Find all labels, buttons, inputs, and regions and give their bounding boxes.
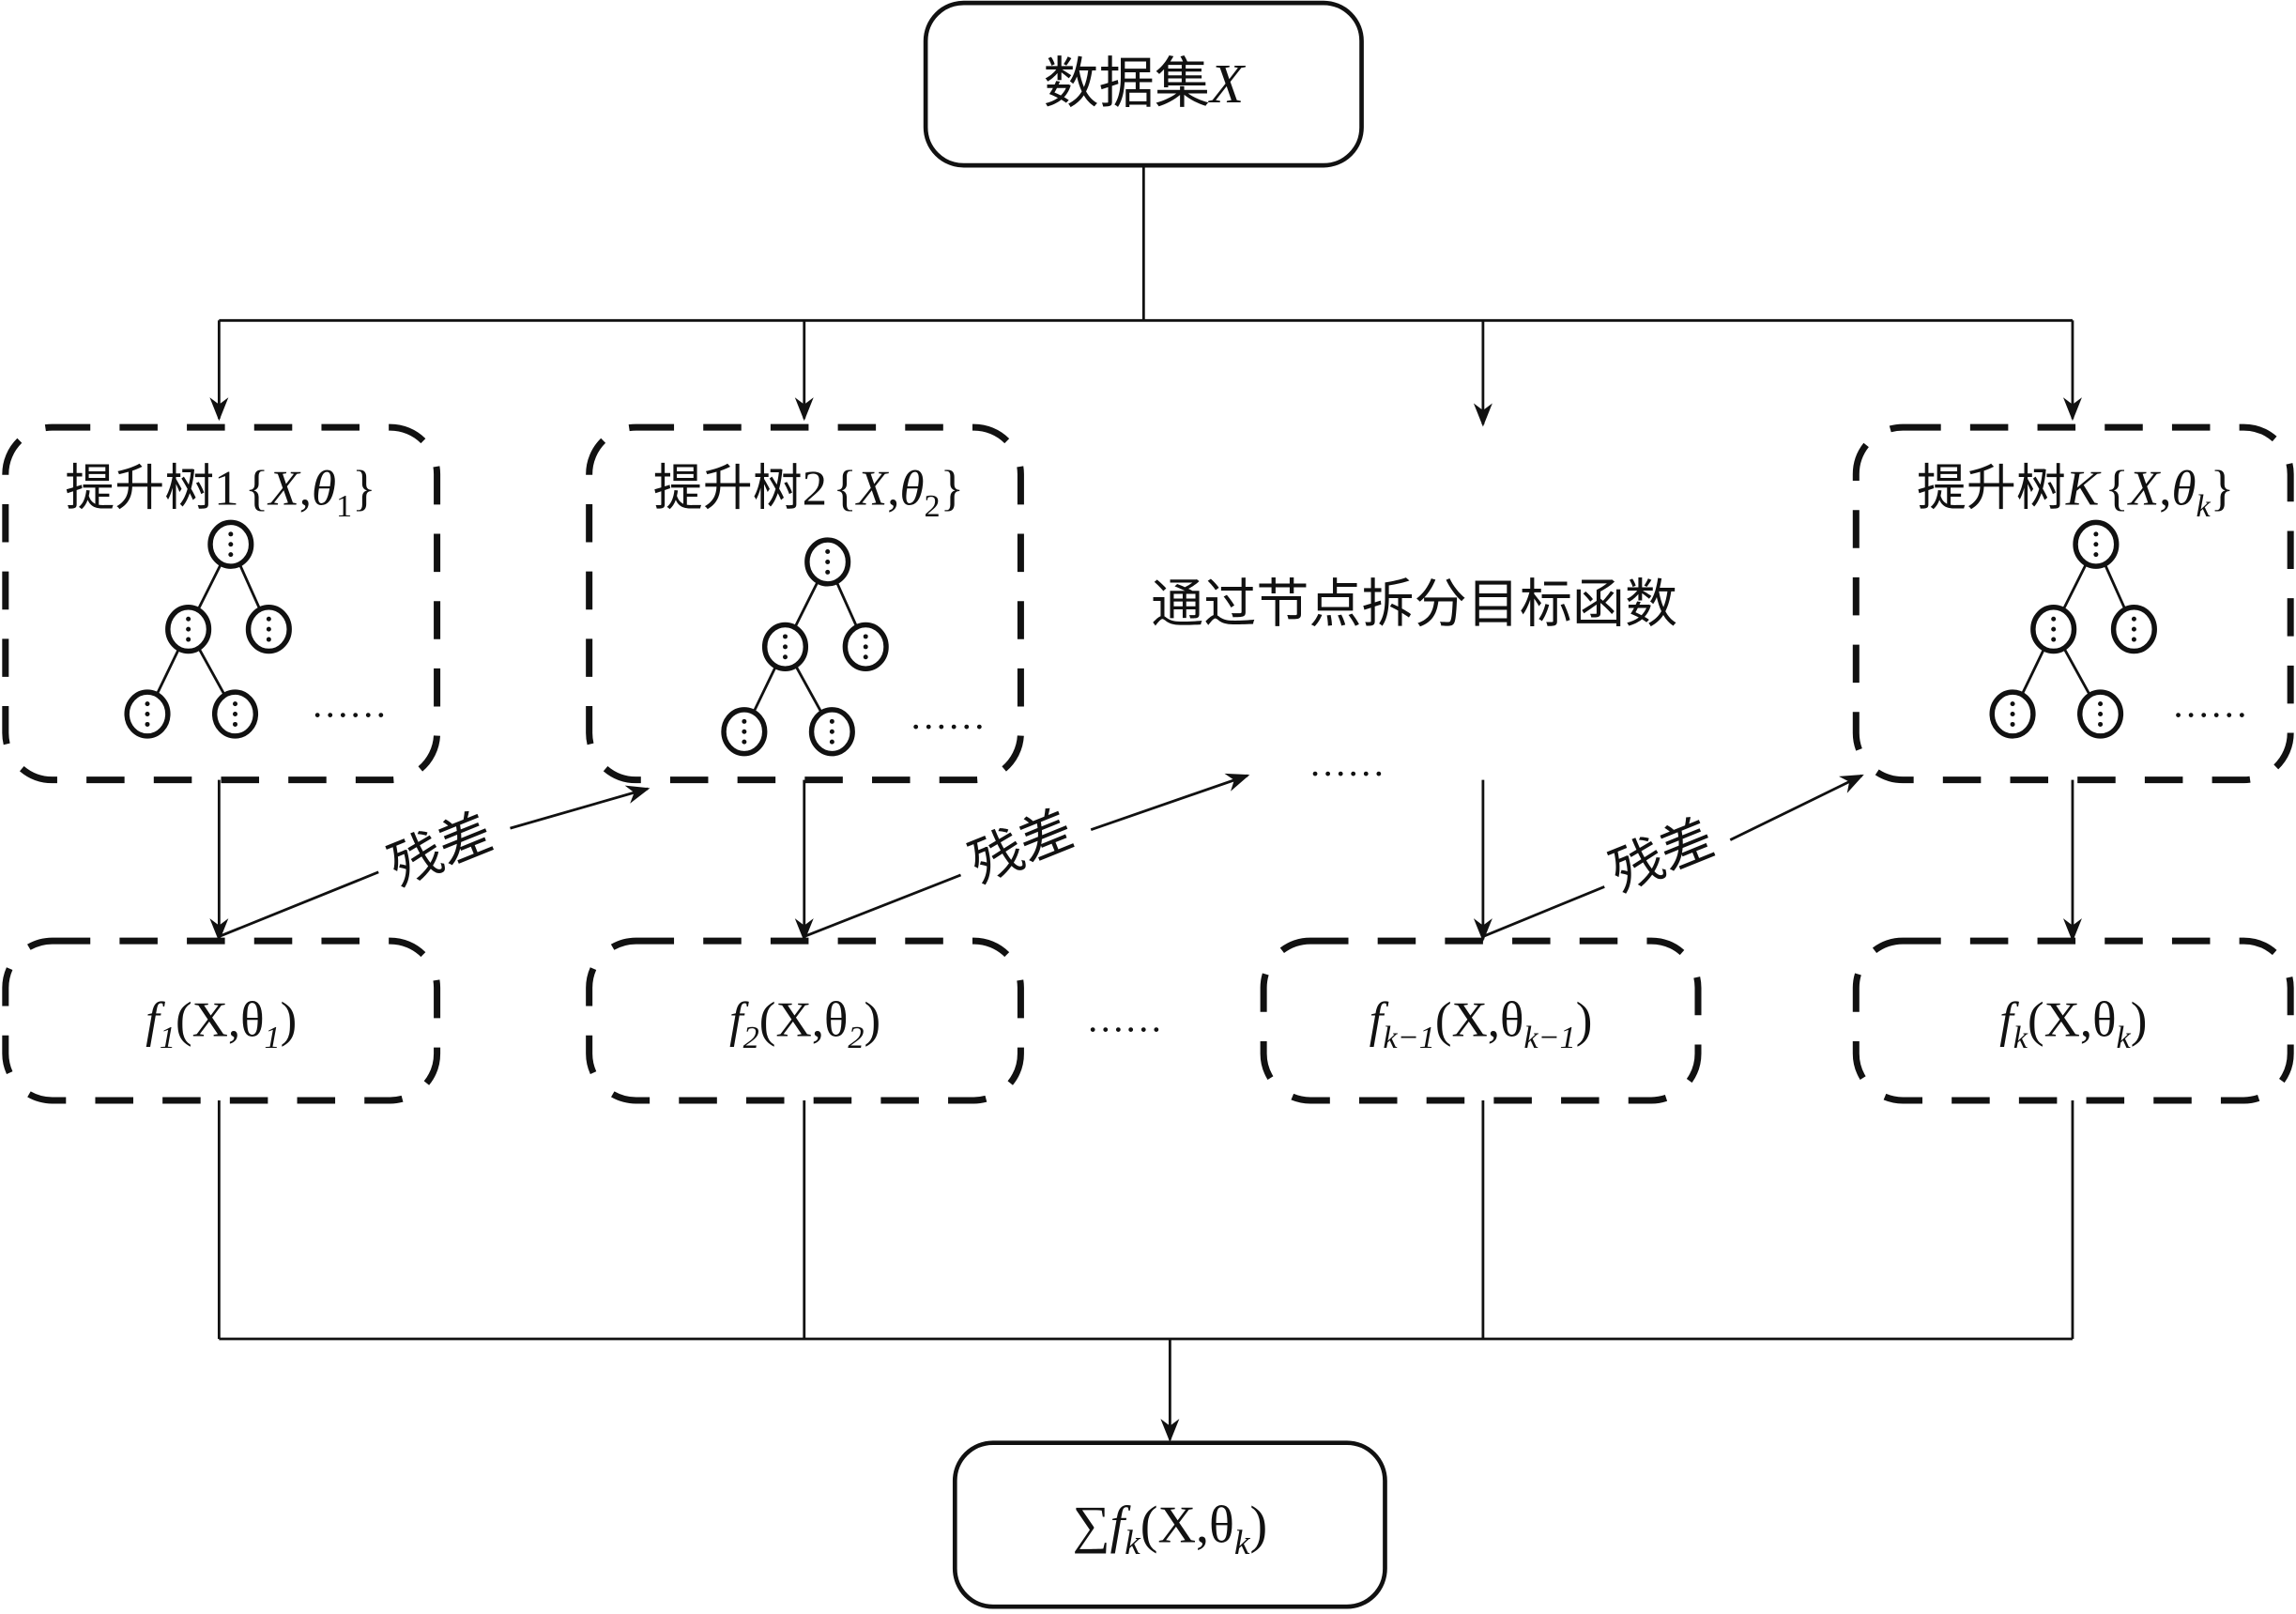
aggregation-connectors: [217, 1099, 2074, 1443]
brace: {: [833, 462, 856, 516]
theta-sub: 1: [265, 1020, 281, 1055]
tree-node: [842, 622, 889, 671]
svg-text:提升树K{X,θk}: 提升树K{X,θk}: [1917, 462, 2234, 524]
paren: ): [1249, 1497, 1267, 1555]
args: (X,θ: [759, 992, 849, 1047]
tree-index: 1: [214, 462, 238, 516]
f-sub: k: [2013, 1020, 2028, 1055]
tree-node: [761, 622, 809, 671]
tree-node: [1989, 689, 2036, 739]
tree-node: [165, 605, 212, 654]
tree-node: [207, 519, 254, 569]
svg-text:提升树1{X,θ1}: 提升树1{X,θ1}: [65, 462, 375, 524]
tree-node: [804, 537, 851, 587]
paren: ): [864, 992, 880, 1047]
args: (X,θ: [1435, 992, 1524, 1047]
split-objective-label: 通过节点拆分目标函数: [1151, 576, 1677, 634]
args: (X,θ: [1140, 1497, 1234, 1555]
brace: {: [2105, 462, 2128, 516]
var-x: X: [855, 462, 890, 516]
tree-to-function-arrows: [209, 779, 2082, 943]
svg-text:fk−1(X,θk−1): fk−1(X,θk−1): [1370, 992, 1593, 1054]
f-sub: 1: [160, 1020, 176, 1055]
theta: θ: [899, 462, 924, 516]
svg-text:fk(X,θk): fk(X,θk): [1999, 992, 2147, 1054]
residual-arrows: 残差 残差 残差: [218, 773, 1864, 938]
tree-index: K: [2065, 462, 2102, 516]
tree-node: [2030, 605, 2077, 654]
svg-text:提升树2{X,θ2}: 提升树2{X,θ2}: [653, 462, 964, 524]
tree-node: [808, 707, 855, 757]
tree-node: [2077, 689, 2124, 739]
theta-sub: 1: [336, 488, 352, 524]
brace: {: [245, 462, 268, 516]
paren: ): [2131, 992, 2148, 1047]
tree-box-k: 提升树K{X,θk} ……: [1852, 423, 2294, 784]
residual-label: 残差: [1602, 809, 1722, 903]
tree-title: 提升树: [65, 462, 214, 516]
brace: }: [352, 462, 375, 516]
svg-text:∑fk(X,θk): ∑fk(X,θk): [1073, 1497, 1268, 1562]
f-sub: k: [1125, 1524, 1141, 1562]
svg-text:f1(X,θ1): f1(X,θ1): [145, 992, 297, 1054]
tree-graph: [124, 519, 292, 739]
residual-label: 残差: [381, 804, 500, 898]
f-sub: k−1: [1383, 1020, 1434, 1055]
function-boxes: f1(X,θ1) f2(X,θ2) fk−1(X,θk−1) fk(X,θk): [2, 937, 2294, 1104]
brace: }: [2211, 462, 2234, 516]
distribution-connectors: [209, 165, 2082, 427]
theta-sub: k: [2197, 488, 2212, 524]
paren: ): [281, 992, 298, 1047]
svg-text:f2(X,θ2): f2(X,θ2): [729, 992, 880, 1054]
theta: θ: [2171, 462, 2196, 516]
function-box-2: f2(X,θ2): [586, 937, 1024, 1104]
theta-sub: k−1: [1523, 1020, 1575, 1055]
boosting-trees: 提升树1{X,θ1} …… 提升树2{X,θ2} …… 提升树K{X,θk} ……: [2, 423, 2294, 784]
function-box-4: fk(X,θk): [1852, 937, 2294, 1104]
tree-ellipsis: ……: [2172, 684, 2248, 726]
tree-graph: [721, 537, 889, 757]
theta-sub: 2: [924, 488, 940, 524]
paren: ): [1576, 992, 1593, 1047]
tree-ellipsis: ……: [910, 695, 986, 737]
middle-ellipsis: ……: [1309, 742, 1385, 784]
f-sub: 2: [743, 1020, 759, 1055]
tree-node: [124, 689, 171, 739]
tree-ellipsis: ……: [312, 684, 388, 726]
args: (X,θ: [2028, 992, 2117, 1047]
theta-sub: k: [1234, 1524, 1251, 1562]
tree-node: [2110, 605, 2157, 654]
tree-box-2: 提升树2{X,θ2} ……: [586, 423, 1024, 784]
tree-box-1: 提升树1{X,θ1} ……: [2, 423, 441, 784]
theta-sub: k: [2117, 1020, 2132, 1055]
function-box-1: f1(X,θ1): [2, 937, 441, 1104]
brace: }: [941, 462, 964, 516]
tree-node: [211, 689, 259, 739]
dataset-node: 数据集X: [923, 0, 1364, 168]
residual-label: 残差: [962, 801, 1081, 895]
dataset-var: X: [1208, 53, 1247, 115]
theta-sub: 2: [848, 1020, 864, 1055]
dataset-label: 数据集: [1043, 53, 1210, 115]
tree-title: 提升树: [1917, 462, 2066, 516]
tree-node: [721, 707, 768, 757]
tree-title: 提升树: [653, 462, 803, 516]
theta: θ: [312, 462, 336, 516]
var-x: X: [2127, 462, 2162, 516]
tree-index: 2: [803, 462, 827, 516]
tree-node: [2073, 519, 2120, 569]
var-x: X: [267, 462, 301, 516]
tree-graph: [1989, 519, 2157, 739]
output-node: ∑fk(X,θk): [952, 1440, 1387, 1609]
args: (X,θ: [176, 992, 265, 1047]
sum-symbol: ∑: [1073, 1497, 1110, 1555]
functions-ellipsis: ……: [1087, 998, 1163, 1040]
svg-text:数据集X: 数据集X: [1043, 53, 1247, 115]
function-box-3: fk−1(X,θk−1): [1260, 937, 1702, 1104]
tree-node: [245, 605, 292, 654]
